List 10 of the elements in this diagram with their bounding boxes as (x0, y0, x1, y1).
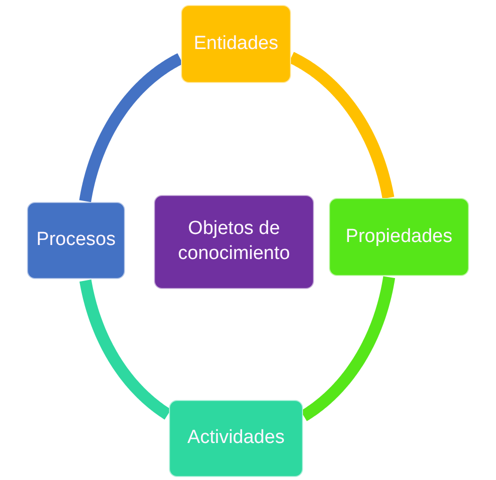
center-box (154, 195, 314, 289)
node-label: Objetos de conocimiento (177, 217, 291, 266)
node-label: Entidades (194, 32, 278, 56)
concept-box (181, 5, 291, 83)
node-label: Actividades (187, 426, 285, 450)
node-label: Propiedades (346, 224, 452, 249)
concept-box (169, 400, 303, 477)
concept-box (27, 202, 125, 279)
node-label: Procesos (36, 228, 116, 252)
concept-box (329, 198, 469, 276)
